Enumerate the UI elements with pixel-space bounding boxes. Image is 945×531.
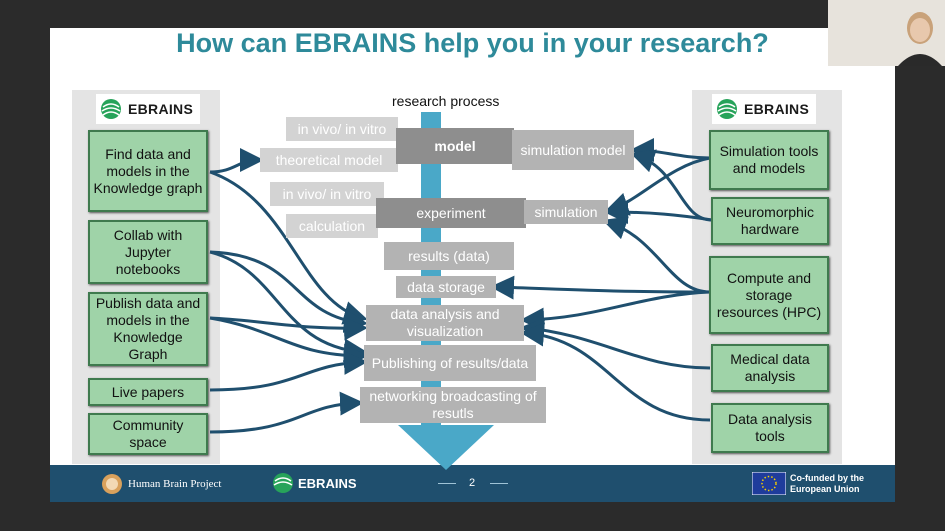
box-collab-jupyter: Collab with Jupyter notebooks xyxy=(88,220,208,284)
box-calculation: calculation xyxy=(286,214,378,238)
arrow-community-networking xyxy=(209,391,364,434)
page-divider-left xyxy=(438,483,456,484)
arrow-hpc-simulation xyxy=(602,216,711,294)
box-simulation-model: simulation model xyxy=(512,130,634,170)
footer-hbp: Human Brain Project xyxy=(128,478,222,490)
ebrains-logo-left: EBRAINS xyxy=(96,94,200,124)
arrow-hpc-storage xyxy=(490,275,711,300)
ebrains-logo-text: EBRAINS xyxy=(744,101,810,117)
box-publish-kg: Publish data and models in the Knowledge… xyxy=(88,292,208,366)
arrow-live-publish xyxy=(209,350,368,392)
hbp-logo-icon xyxy=(102,474,122,494)
arrow-medical-analysis xyxy=(520,317,711,370)
box-in-vivo-1: in vivo/ in vitro xyxy=(286,117,398,141)
box-find-data: Find data and models in the Knowledge gr… xyxy=(88,130,208,212)
ebrains-logo-icon xyxy=(717,99,737,119)
arrow-tools-analysis xyxy=(520,322,711,422)
ebrains-logo-icon xyxy=(101,99,121,119)
box-networking: networking broadcasting of resutls xyxy=(360,387,546,423)
box-data-analysis: data analysis and visualization xyxy=(366,305,524,341)
box-experiment: experiment xyxy=(376,198,526,228)
box-hpc: Compute and storage resources (HPC) xyxy=(709,256,829,334)
research-process-label: research process xyxy=(392,93,500,109)
box-simulation-tools: Simulation tools and models xyxy=(709,130,829,190)
arrow-collab-publish xyxy=(209,250,368,363)
arrow-sim-model xyxy=(630,138,711,163)
arrow-hpc-analysis xyxy=(520,290,711,332)
process-arrowhead xyxy=(398,425,494,470)
footer-cofunded: Co-funded by the European Union xyxy=(790,473,864,494)
box-theoretical-model: theoretical model xyxy=(260,148,398,172)
slide-title: How can EBRAINS help you in your researc… xyxy=(176,28,769,58)
box-medical-data: Medical data analysis xyxy=(711,344,829,392)
box-simulation: simulation xyxy=(524,200,608,224)
arrow-neuro-simulation xyxy=(604,200,713,225)
eu-flag-icon xyxy=(752,472,786,495)
box-neuromorphic: Neuromorphic hardware xyxy=(711,197,829,245)
arrow-kg-analysis xyxy=(209,170,368,325)
box-data-storage: data storage xyxy=(396,276,496,298)
page-divider-right xyxy=(490,483,508,484)
box-results: results (data) xyxy=(384,242,514,270)
box-live-papers: Live papers xyxy=(88,378,208,406)
presenter-icon xyxy=(828,0,945,66)
arrow-publish-analysis xyxy=(209,316,368,341)
box-model: model xyxy=(396,128,514,164)
box-publishing: Publishing of results/data xyxy=(364,345,536,381)
footer-ebrains: EBRAINS xyxy=(298,476,357,491)
arrow-kg-theoretical xyxy=(209,148,264,174)
box-community-space: Community space xyxy=(88,413,208,455)
ebrains-logo-icon xyxy=(273,473,293,493)
page-number: 2 xyxy=(469,477,476,489)
box-in-vivo-2: in vivo/ in vitro xyxy=(270,182,384,206)
webcam-thumbnail xyxy=(828,0,945,66)
arrow-collab-analysis xyxy=(209,250,368,333)
ebrains-logo-text: EBRAINS xyxy=(128,101,194,117)
box-data-analysis-tools: Data analysis tools xyxy=(711,403,829,453)
arrow-publish-publish xyxy=(209,316,368,368)
ebrains-logo-right: EBRAINS xyxy=(712,94,816,124)
